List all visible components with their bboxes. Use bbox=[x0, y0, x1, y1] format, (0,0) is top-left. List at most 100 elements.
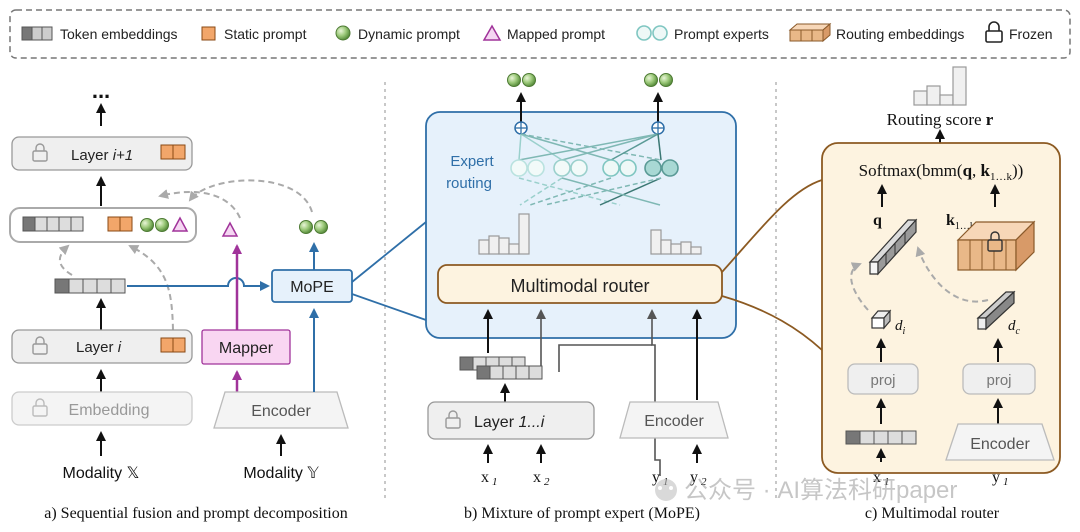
layer-i-prefix: Layer bbox=[76, 339, 118, 356]
embedding-box: Embedding bbox=[11, 391, 193, 426]
svg-text:y1: y1 bbox=[992, 469, 1009, 488]
tokens-to-mope-arrow bbox=[127, 277, 270, 291]
mope-expanded-box bbox=[425, 111, 737, 339]
input-x1: x bbox=[481, 469, 489, 486]
lock-icon bbox=[32, 336, 48, 355]
proj-right-box: proj bbox=[962, 363, 1036, 395]
dc-vector bbox=[976, 290, 1016, 331]
layer-1-i-box: Layer 1...i bbox=[427, 401, 595, 440]
token-embeddings-mid bbox=[54, 278, 126, 294]
lock-icon bbox=[445, 410, 461, 429]
encoder-b: Encoder bbox=[619, 401, 729, 439]
expert-routing-label-2: routing bbox=[446, 175, 492, 192]
caption-a: a) Sequential fusion and prompt decompos… bbox=[44, 505, 348, 522]
svg-text:y2: y2 bbox=[690, 469, 707, 488]
mapper-box: Mapper bbox=[201, 329, 291, 365]
softmax-q: q bbox=[963, 161, 973, 180]
mapped-prompt-output bbox=[221, 221, 239, 237]
static-to-sequence-arrow bbox=[128, 245, 174, 331]
svg-text:Layer 1...i: Layer 1...i bbox=[474, 414, 545, 431]
multimodal-router-box: Multimodal router bbox=[437, 264, 723, 304]
input-y2-sub: 2 bbox=[701, 476, 707, 488]
legend-static-prompt: Static prompt bbox=[224, 26, 307, 42]
softmax-mid: , bbox=[972, 161, 981, 180]
softmax-pre: Softmax(bmm( bbox=[859, 161, 963, 180]
fused-sequence bbox=[9, 207, 197, 243]
input-y1: y bbox=[652, 469, 660, 486]
panel-b: Expert routing Multimodal router bbox=[425, 73, 737, 522]
encoder-c-label: Encoder bbox=[970, 436, 1030, 453]
input-x1-c-sub: 1 bbox=[884, 476, 890, 488]
layer-range: 1...i bbox=[518, 414, 544, 431]
layer-top-index: i+1 bbox=[113, 147, 133, 164]
di-to-q-arrow bbox=[850, 262, 869, 311]
routing-embeddings-icon bbox=[788, 22, 832, 43]
legend-dynamic-prompt: Dynamic prompt bbox=[358, 26, 460, 42]
k-label: k bbox=[946, 212, 955, 229]
softmax-formula: Softmax(bmm(q, k1…k)) bbox=[859, 161, 1024, 183]
lock-icon bbox=[987, 231, 1003, 252]
static-prompt-pair bbox=[160, 144, 186, 160]
routing-lines bbox=[518, 133, 662, 206]
zoom-line-bottom bbox=[351, 293, 427, 321]
encoder-a-label: Encoder bbox=[251, 403, 311, 420]
di-label: d bbox=[895, 318, 903, 334]
svg-text:Layer i: Layer i bbox=[76, 339, 122, 356]
layer-top-prefix: Layer bbox=[71, 147, 113, 164]
input-x2-sub: 2 bbox=[544, 476, 550, 488]
layer-i-plus-1-box: Layer i+1 bbox=[11, 136, 193, 171]
layer-i-box: Layer i bbox=[11, 329, 193, 364]
legend-frozen: Frozen bbox=[1009, 26, 1053, 42]
zoom-line-c-top bbox=[721, 179, 823, 273]
di-sub: i bbox=[903, 326, 906, 337]
zoom-line-c-bottom bbox=[721, 295, 823, 351]
static-prompt-icon bbox=[201, 26, 216, 41]
layer-range-prefix: Layer bbox=[474, 414, 518, 431]
lock-icon bbox=[32, 143, 48, 162]
legend-mapped-prompt: Mapped prompt bbox=[507, 26, 605, 42]
legend-prompt-experts: Prompt experts bbox=[674, 26, 769, 42]
dynamic-prompt-output bbox=[299, 220, 328, 234]
caption-b: b) Mixture of prompt expert (MoPE) bbox=[464, 505, 700, 522]
watermark-text: 公众号 · AI算法科研paper bbox=[684, 477, 957, 504]
multimodal-router-label: Multimodal router bbox=[510, 276, 649, 296]
svg-text:Routing score r: Routing score r bbox=[887, 110, 994, 129]
input-x1-c: x bbox=[873, 469, 881, 486]
mope-box: MoPE bbox=[271, 269, 353, 303]
static-prompt-pair bbox=[160, 337, 186, 353]
svg-text:x1: x1 bbox=[873, 469, 890, 488]
encoder-a: Encoder bbox=[213, 391, 349, 429]
dc-label: d bbox=[1008, 318, 1016, 334]
input-y2: y bbox=[690, 469, 698, 486]
di-vector bbox=[870, 309, 892, 330]
proj-left-label: proj bbox=[870, 372, 895, 389]
input-y1-c: y bbox=[992, 469, 1000, 486]
dynamic-prompt-out-right bbox=[644, 73, 673, 87]
embedding-label: Embedding bbox=[69, 402, 150, 419]
panel-c: Routing score r Softmax(bmm(q, k1…k)) q … bbox=[821, 66, 1061, 522]
watermark: 公众号 · AI算法科研paper bbox=[655, 477, 957, 504]
prompt-experts-icon bbox=[636, 25, 668, 41]
mapped-prompt-icon bbox=[482, 24, 502, 41]
dynamic-prompt-out-left bbox=[507, 73, 536, 87]
key-routing-embeddings bbox=[956, 220, 1036, 272]
dynamic-prompt-icon bbox=[335, 25, 351, 41]
zoom-line-top bbox=[351, 221, 427, 283]
token-embeddings-icon bbox=[21, 26, 53, 41]
layer-i-index: i bbox=[118, 339, 122, 356]
svg-text:x2: x2 bbox=[533, 469, 550, 488]
dc-to-q-arrow bbox=[915, 246, 989, 303]
lock-icon bbox=[985, 21, 1003, 43]
query-vector bbox=[868, 218, 918, 276]
panel-a: ... Layer i+1 bbox=[9, 78, 353, 522]
dc-sub: c bbox=[1016, 326, 1021, 337]
proj-left-box: proj bbox=[847, 363, 919, 395]
sum-node-right bbox=[651, 121, 665, 135]
softmax-ksub: 1…k bbox=[990, 171, 1013, 183]
input-x2: x bbox=[533, 469, 541, 486]
sum-node-left bbox=[514, 121, 528, 135]
input-y1-c-sub: 1 bbox=[1003, 476, 1009, 488]
mapper-label: Mapper bbox=[219, 340, 274, 357]
